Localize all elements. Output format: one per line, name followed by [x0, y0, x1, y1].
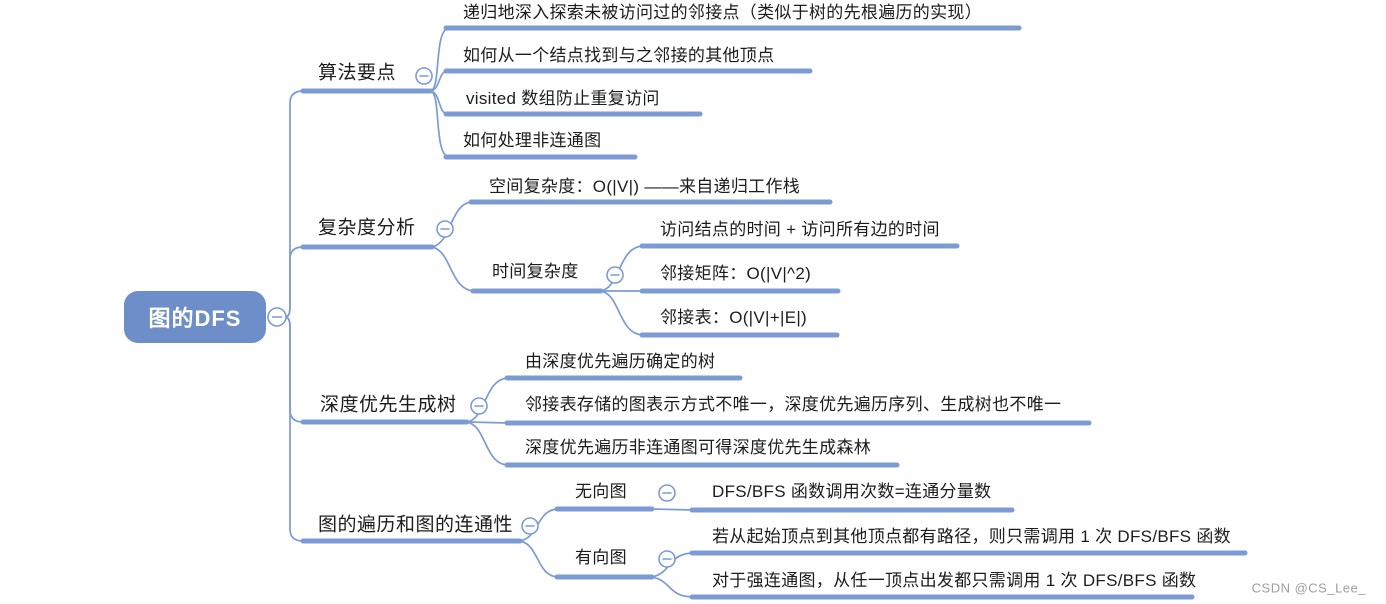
topic-call-count-components[interactable]: DFS/BFS 函数调用次数=连通分量数 [712, 481, 992, 501]
collapse-button-root[interactable] [267, 307, 287, 327]
topic-dfs-spanning-tree[interactable]: 深度优先生成树 [320, 394, 457, 416]
connector [431, 246, 476, 292]
connector [466, 377, 510, 423]
topic-visit-time-sum[interactable]: 访问结点的时间 + 访问所有边的时间 [660, 219, 940, 239]
topic-tree-from-dfs[interactable]: 由深度优先遍历确定的树 [525, 351, 716, 371]
topic-traversal-connectivity[interactable]: 图的遍历和图的连通性 [318, 514, 514, 536]
connector [284, 316, 304, 542]
topic-directed-graph[interactable]: 有向图 [575, 547, 627, 567]
topic-not-unique[interactable]: 邻接表存储的图表示方式不唯一，深度优先遍历序列、生成树也不唯一 [525, 394, 1062, 414]
connector [466, 421, 510, 424]
connector [284, 246, 304, 318]
topic-recursive-explore[interactable]: 递归地深入探索未被访问过的邻接点（类似于树的先根遍历的实现） [463, 2, 982, 22]
topic-spanning-forest[interactable]: 深度优先遍历非连通图可得深度优先生成森林 [525, 437, 871, 457]
topic-find-adjacent[interactable]: 如何从一个结点找到与之邻接的其他顶点 [463, 45, 775, 65]
topic-path-one-call[interactable]: 若从起始顶点到其他顶点都有路径，则只需调用 1 次 DFS/BFS 函数 [712, 526, 1231, 546]
topic-visited-array[interactable]: visited 数组防止重复访问 [466, 88, 660, 108]
watermark: CSDN @CS_Lee_ [1251, 580, 1366, 596]
root-topic[interactable]: 图的DFS [124, 291, 266, 343]
collapse-button-directed-graph[interactable] [658, 550, 676, 568]
connector [600, 245, 645, 292]
collapse-button-dfs-spanning-tree[interactable] [470, 397, 488, 415]
connector [430, 90, 449, 158]
topic-undirected-graph[interactable]: 无向图 [575, 481, 627, 501]
connector [284, 316, 304, 423]
collapse-button-time-complexity[interactable] [606, 266, 624, 284]
connector [466, 421, 510, 466]
collapse-button-key-points[interactable] [415, 67, 433, 85]
connector [284, 90, 304, 318]
collapse-button-undirected-graph[interactable] [658, 484, 676, 502]
topic-strongly-connected[interactable]: 对于强连通图，从任一顶点出发都只需调用 1 次 DFS/BFS 函数 [712, 570, 1197, 590]
root-topic-label: 图的DFS [148, 306, 242, 331]
connector [651, 508, 695, 511]
connector [651, 576, 695, 598]
topic-time-complexity[interactable]: 时间复杂度 [492, 261, 579, 281]
collapse-button-traversal-connectivity[interactable] [521, 517, 539, 535]
collapse-button-complexity-analysis[interactable] [436, 220, 454, 238]
topic-space-complexity[interactable]: 空间复杂度：O(|V|) ——来自递归工作栈 [489, 176, 801, 196]
connector [430, 27, 449, 92]
topic-adjacency-matrix[interactable]: 邻接矩阵：O(|V|^2) [660, 263, 812, 283]
topic-key-points[interactable]: 算法要点 [318, 62, 397, 84]
topic-disconnected-graph[interactable]: 如何处理非连通图 [463, 130, 602, 150]
topic-adjacency-list[interactable]: 邻接表：O(|V|+|E|) [660, 307, 808, 327]
topic-complexity-analysis[interactable]: 复杂度分析 [318, 217, 416, 239]
connector [600, 290, 645, 336]
connector [519, 540, 560, 578]
